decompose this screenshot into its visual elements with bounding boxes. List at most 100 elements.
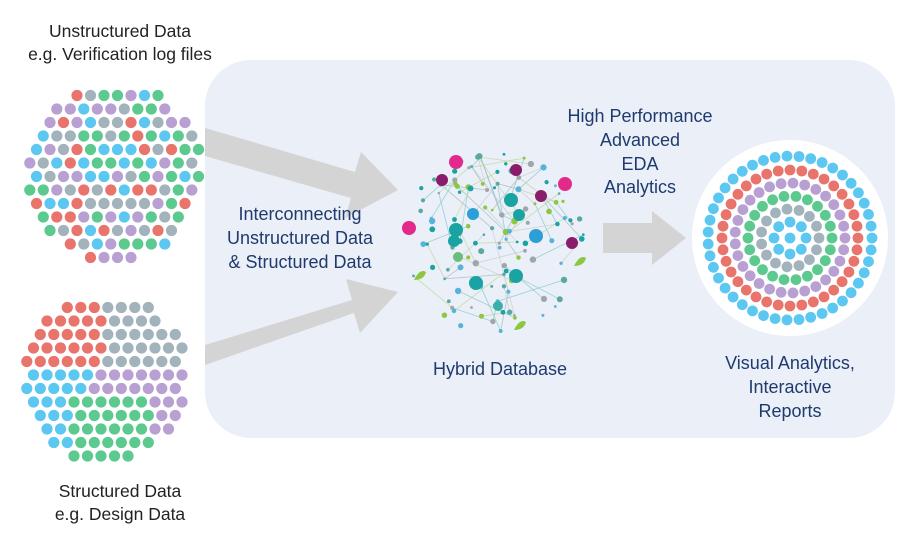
hybrid-database-text: Hybrid Database bbox=[432, 359, 568, 379]
network-node bbox=[506, 289, 511, 294]
ring-dot bbox=[740, 284, 752, 296]
data-dot bbox=[95, 450, 107, 462]
network-node bbox=[490, 226, 495, 231]
data-dot bbox=[186, 157, 198, 169]
network-node bbox=[513, 313, 516, 317]
data-dot bbox=[125, 143, 137, 156]
network-node bbox=[485, 188, 489, 192]
network-hub-node bbox=[449, 155, 463, 169]
data-dot bbox=[71, 116, 83, 129]
data-dot bbox=[57, 116, 70, 129]
data-dot bbox=[75, 355, 87, 368]
data-dot bbox=[115, 301, 127, 314]
ring-dot bbox=[784, 300, 796, 312]
ring-dot bbox=[775, 286, 787, 298]
data-dot bbox=[95, 396, 107, 408]
ring-dot bbox=[838, 220, 850, 232]
data-dot bbox=[159, 184, 171, 196]
ring-dot bbox=[812, 200, 823, 212]
data-dot bbox=[98, 116, 110, 129]
structured-dot-cloud bbox=[21, 301, 188, 462]
data-dot bbox=[142, 436, 154, 449]
data-dot bbox=[118, 184, 130, 196]
ring-dot bbox=[720, 255, 732, 267]
ring-dot bbox=[750, 291, 762, 303]
network-node bbox=[453, 181, 458, 187]
ring-dot bbox=[717, 220, 729, 232]
network-hub-node bbox=[453, 252, 463, 262]
ring-dot bbox=[716, 232, 728, 244]
network-hub-node bbox=[469, 276, 483, 290]
ring-dot bbox=[708, 203, 719, 215]
data-dot bbox=[71, 197, 83, 210]
ring-dot bbox=[799, 285, 811, 297]
data-dot bbox=[132, 103, 144, 115]
data-dot bbox=[145, 130, 157, 142]
network-node bbox=[500, 309, 506, 315]
data-dot bbox=[30, 197, 43, 210]
data-dot bbox=[105, 238, 117, 250]
data-dot bbox=[81, 423, 94, 435]
ring-dot bbox=[757, 200, 768, 212]
ring-dot bbox=[719, 182, 731, 194]
network-node bbox=[541, 313, 545, 317]
ring-dot bbox=[807, 296, 819, 308]
data-dot bbox=[125, 89, 137, 102]
ring-dot bbox=[824, 244, 836, 256]
network-node bbox=[473, 240, 478, 246]
network-edge bbox=[491, 177, 520, 211]
data-dot bbox=[102, 301, 114, 314]
data-dot bbox=[78, 184, 90, 196]
data-dot bbox=[115, 355, 127, 368]
network-edge bbox=[497, 183, 519, 190]
data-dot bbox=[27, 396, 40, 408]
ring-dot bbox=[820, 274, 831, 286]
data-dot bbox=[61, 301, 73, 314]
network-edge bbox=[454, 188, 471, 220]
ring-dot bbox=[805, 311, 817, 323]
ring-dot bbox=[750, 173, 762, 185]
network-node bbox=[451, 308, 457, 314]
ring-dot bbox=[836, 276, 848, 288]
network-node bbox=[515, 186, 522, 193]
data-dot bbox=[129, 409, 141, 422]
data-dot bbox=[125, 251, 137, 264]
network-node bbox=[450, 305, 455, 310]
data-dot bbox=[156, 409, 168, 422]
ring-dot bbox=[720, 209, 732, 221]
network-edge bbox=[440, 184, 493, 229]
data-dot bbox=[179, 170, 191, 183]
network-edge bbox=[539, 193, 583, 240]
network-node bbox=[432, 177, 437, 182]
ring-dot bbox=[834, 255, 846, 267]
data-dot bbox=[75, 382, 87, 395]
ring-dot bbox=[810, 184, 822, 195]
network-node bbox=[412, 274, 415, 278]
network-node bbox=[452, 217, 457, 222]
network-node bbox=[478, 248, 485, 255]
interconnecting-line-1: Interconnecting bbox=[238, 204, 362, 224]
ring-dot bbox=[747, 305, 758, 317]
network-graph bbox=[402, 152, 586, 333]
ring-dot bbox=[834, 209, 846, 221]
network-edge bbox=[497, 279, 565, 302]
network-node bbox=[516, 255, 521, 260]
ring-dot bbox=[761, 249, 772, 261]
ring-dot bbox=[795, 221, 807, 233]
data-dot bbox=[34, 409, 46, 422]
data-dot bbox=[152, 116, 164, 129]
data-dot bbox=[142, 328, 154, 341]
data-dot bbox=[71, 170, 83, 183]
ring-dot bbox=[775, 178, 787, 190]
data-dot bbox=[129, 301, 141, 314]
network-node bbox=[529, 256, 537, 263]
ring-dot bbox=[753, 187, 765, 198]
data-dot bbox=[102, 328, 114, 341]
data-dot bbox=[91, 130, 103, 142]
network-node bbox=[470, 306, 473, 309]
network-node bbox=[540, 295, 548, 302]
data-dot bbox=[61, 382, 73, 395]
network-node bbox=[467, 185, 474, 192]
data-dot bbox=[78, 157, 90, 169]
ring-dot bbox=[772, 299, 784, 311]
